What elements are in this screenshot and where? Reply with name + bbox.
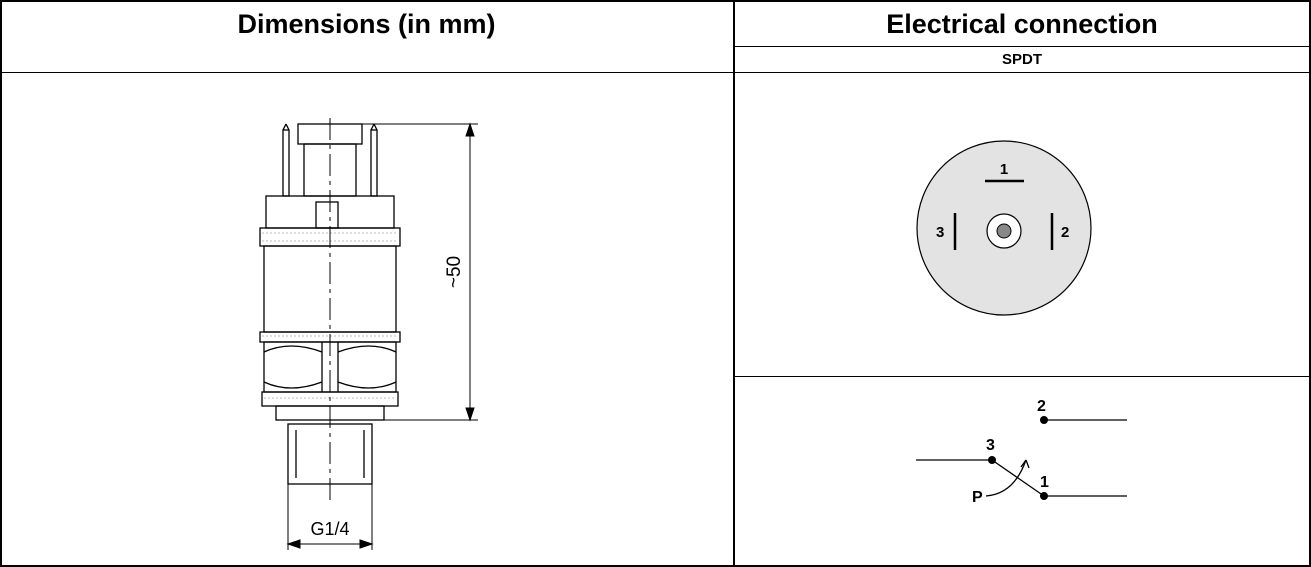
pin-label-2: 2 <box>1061 224 1069 241</box>
spdt-switch-schematic: 2 3 1 P <box>916 398 1127 506</box>
header-subdivider <box>733 46 1311 47</box>
header-divider <box>0 72 1311 73</box>
height-dimension-label: ~50 <box>444 256 465 288</box>
connector-pin-layout: 1 2 3 <box>916 140 1092 316</box>
column-divider <box>733 0 735 567</box>
contact-type-label: SPDT <box>1001 51 1042 68</box>
table-border-right <box>1309 0 1311 567</box>
table-border-bottom <box>0 565 1311 567</box>
pin-label-1: 1 <box>1000 161 1008 178</box>
thread-size-label: G1/4 <box>310 519 349 539</box>
pin-label-3: 3 <box>936 224 944 241</box>
right-cell-divider <box>733 376 1311 377</box>
table-border-top <box>0 0 1311 2</box>
table-border-left <box>0 0 2 567</box>
terminal-label-3: 3 <box>986 437 995 454</box>
terminal-label-2: 2 <box>1037 398 1046 415</box>
pressure-switch-dimension-drawing: ~50 G1/4 <box>259 118 478 550</box>
dimensions-header: Dimensions (in mm) <box>237 9 496 39</box>
pressure-label: P <box>972 489 983 506</box>
terminal-label-1: 1 <box>1040 474 1049 491</box>
electrical-connection-header: Electrical connection <box>886 9 1158 39</box>
